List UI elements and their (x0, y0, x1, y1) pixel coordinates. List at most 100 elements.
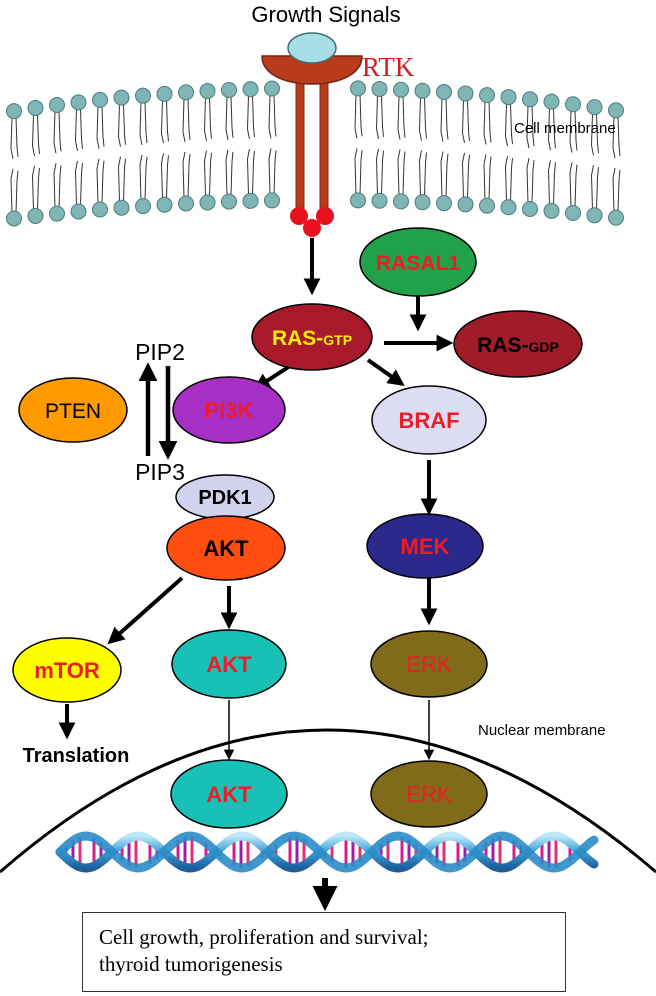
lipid-tail (230, 95, 234, 138)
lipid-tail (117, 156, 121, 202)
lipid-tail (526, 105, 530, 149)
lipid-tail (402, 95, 406, 138)
lipid-head (350, 192, 366, 209)
rtk-right-stem (319, 69, 329, 219)
lipid-head (436, 195, 452, 212)
lipid-head (414, 194, 431, 211)
ras-gtp-main: RAS- (272, 327, 323, 350)
braf-node: BRAF (371, 385, 487, 455)
pip3-label: PIP3 (135, 459, 185, 485)
pdk1-node: PDK1 (175, 474, 275, 520)
lipid-tail (354, 148, 358, 195)
erk-nucleus-node: ERK (370, 760, 488, 828)
lipid-tail (461, 99, 465, 143)
outcome-line-2: thyroid tumorigenesis (99, 952, 283, 976)
lipid-tail (144, 156, 148, 201)
lipid-head (393, 193, 409, 210)
braf-label: BRAF (398, 408, 459, 433)
lipid-tail (440, 151, 444, 198)
lipid-tail (96, 105, 100, 149)
lipid-tail (569, 110, 573, 153)
lipid-tail (397, 149, 401, 196)
outcome-box: Cell growth, proliferation and survival;… (82, 912, 566, 992)
translation-label: Translation (23, 745, 130, 767)
ras-gtp-node: RAS-GTP (251, 303, 373, 371)
akt-membrane-ellipse (166, 515, 286, 581)
lipid-tail (53, 111, 57, 154)
phospho-site-bottom (303, 219, 321, 237)
arrow-ras-to-braf (366, 358, 405, 386)
lipid-tail (402, 151, 406, 196)
lipid-head (436, 83, 452, 100)
akt-membrane-label: AKT (203, 536, 249, 561)
lipid-head (522, 91, 538, 108)
pdk1-label: PDK1 (198, 487, 251, 509)
lipid-head (27, 207, 44, 224)
lipid-tail (569, 162, 573, 208)
lipid-tail (74, 160, 78, 206)
rasal1-ellipse (359, 227, 477, 297)
lipid-tail (418, 150, 422, 197)
lipid-tail (461, 152, 465, 199)
lipid-tail (617, 116, 621, 157)
lipid-head (543, 202, 560, 219)
rtk-label: RTK (362, 52, 415, 82)
lipid-head (92, 91, 108, 108)
lipid-head (608, 102, 624, 119)
lipid-tail (160, 99, 164, 144)
lipid-tail (596, 167, 599, 210)
pi3k-ellipse (172, 376, 286, 444)
lipid-tail (10, 168, 14, 213)
lipid-tail (74, 108, 78, 152)
lipid-head (500, 199, 517, 216)
dna-strand-a (55, 831, 599, 873)
lipid-head (92, 201, 108, 218)
akt-cytoplasm-node: AKT (171, 629, 287, 699)
pten-label: PTEN (45, 400, 101, 423)
lipid-head (393, 81, 409, 98)
growth-signals-title: Growth Signals (251, 2, 400, 27)
lipid-tail (58, 165, 62, 208)
ras-gtp-label: RAS-GTP (272, 327, 352, 350)
lipid-head (135, 87, 151, 104)
lipid-tail (510, 158, 513, 202)
lipid-tail (58, 111, 62, 152)
lipid-tail (139, 154, 143, 201)
mtor-node: mTOR (12, 637, 122, 703)
lipid-tail (488, 156, 492, 200)
lipid-tail (101, 160, 105, 204)
lipid-head (178, 195, 194, 212)
cell-membrane-bilayer (6, 80, 624, 227)
akt-nucleus-ellipse (170, 759, 288, 829)
erk-cytoplasm-label: ERK (406, 652, 452, 677)
lipid-head (178, 84, 194, 101)
lipid-head (350, 80, 366, 97)
lipid-head (221, 193, 237, 210)
lipid-tail (424, 96, 427, 139)
lipid-tail (526, 158, 530, 204)
lipid-tail (574, 164, 578, 208)
lipid-tail (273, 150, 277, 195)
lipid-tail (612, 116, 616, 159)
lipid-tail (547, 107, 551, 151)
lipid-tail (268, 94, 272, 139)
lipid-tail (612, 167, 616, 212)
lipid-tail (590, 113, 594, 156)
lipid-head (608, 209, 624, 226)
mtor-label: mTOR (34, 658, 100, 683)
ras-gtp-sub: GTP (323, 332, 352, 348)
lipid-head (135, 198, 151, 215)
lipid-head (199, 194, 216, 211)
lipid-tail (31, 165, 35, 210)
lipid-tail (37, 167, 40, 210)
pip2-label: PIP2 (135, 339, 185, 365)
rtk-receptor (261, 32, 363, 237)
nuclear-membrane-label: Nuclear membrane (478, 722, 606, 739)
lipid-tail (252, 150, 255, 195)
lipid-tail (445, 97, 449, 140)
lipid-tail (123, 103, 126, 145)
lipid-tail (483, 101, 487, 145)
phospho-site-right (316, 207, 334, 225)
lipid-tail (230, 151, 234, 196)
lipid-tail (37, 113, 40, 155)
